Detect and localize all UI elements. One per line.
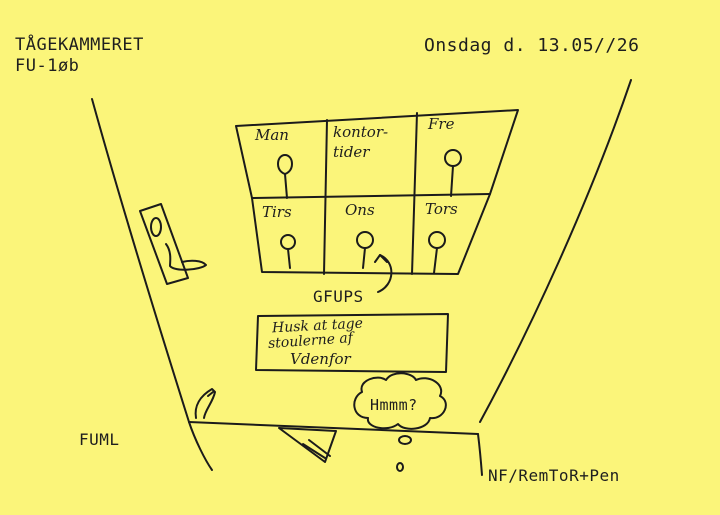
balloon-tors [428,231,446,274]
door-bottom-edge [188,421,479,435]
door-gap-left [188,421,213,471]
thought-text: Hmmm? [370,396,418,414]
header-subtitle: FU-1øb [15,56,80,76]
schedule-cell-kontortider: kontor- tider [333,123,389,161]
door-stopper-icon [194,388,216,419]
header-title: TÅGEKAMMERET [15,35,144,55]
keyhole-icon [150,217,162,237]
header-date: Onsdag d. 13.05//26 [424,35,640,56]
schedule-cell-tors: Tors [425,200,458,218]
door-handle-plate [139,203,189,285]
fuml-label: FUML [79,430,120,449]
note-box [255,313,449,373]
balloon-fre [444,149,462,197]
balloon-ons [356,231,374,269]
balloon-man [277,154,293,199]
thought-dot-small [396,462,404,472]
doorstop-icon [278,427,337,463]
schedule-cell-man: Man [255,126,289,144]
door-right-edge [479,79,632,423]
schedule-cell-fre: Fre [428,115,455,133]
balloon-tirs [280,234,296,269]
gfups-label: GFUPS [313,287,364,306]
door-handle [165,243,207,271]
signature-label: NF/RemToR+Pen [488,466,620,485]
note-line-3: Vdenfor [290,350,351,368]
door-left-edge [91,98,190,423]
thought-dot-large [398,435,412,445]
schedule-cell-ons: Ons [345,201,375,219]
thought-bubble [353,372,447,430]
schedule-cell-tirs: Tirs [262,203,292,221]
